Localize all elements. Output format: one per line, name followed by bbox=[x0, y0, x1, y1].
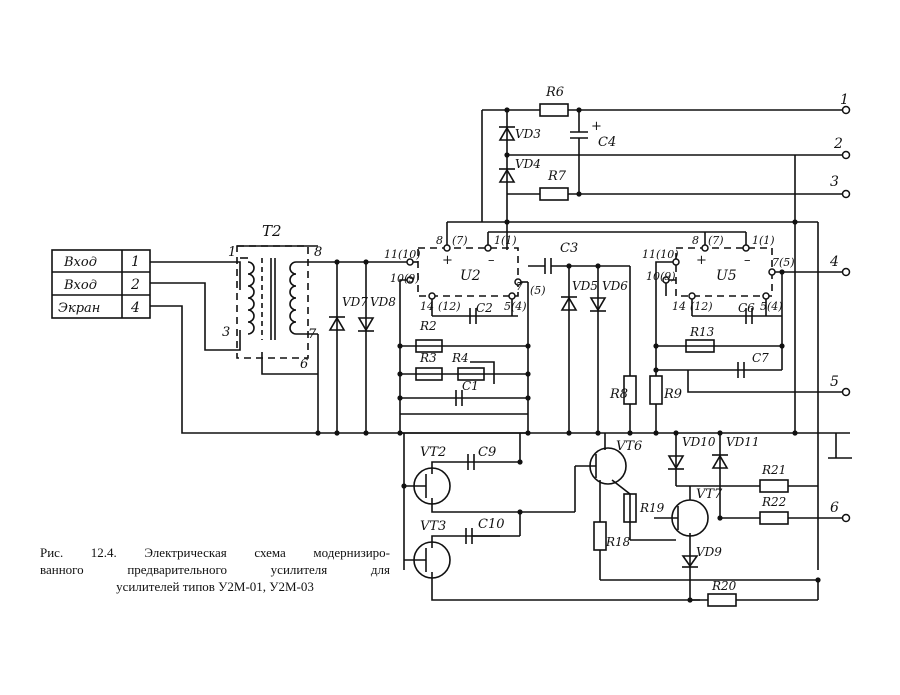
u5-pin-7: (7) bbox=[708, 234, 724, 247]
u2-plus: + bbox=[442, 253, 453, 268]
u5-plus: + bbox=[696, 253, 707, 268]
vd10-label: VD10 bbox=[682, 435, 716, 449]
t2-pin-8: 8 bbox=[314, 245, 322, 260]
u5-pin-12: (12) bbox=[690, 300, 713, 313]
vd6-label: VD6 bbox=[602, 279, 628, 293]
output-6: 6 bbox=[830, 500, 839, 516]
r13-label: R13 bbox=[689, 325, 715, 339]
vt3-label: VT3 bbox=[420, 519, 446, 534]
r2-label: R2 bbox=[419, 319, 437, 333]
u2-pin-8: 8 bbox=[436, 234, 443, 247]
u2-pin-12: (12) bbox=[438, 300, 461, 313]
input-pin-4: 4 bbox=[130, 300, 140, 316]
vd8-label: VD8 bbox=[370, 295, 396, 309]
vd3-label: VD3 bbox=[515, 127, 541, 141]
u2-pin-1: 1(1) bbox=[494, 234, 517, 247]
figure-caption: Рис. 12.4. Электрическая схема модернизи… bbox=[40, 544, 390, 595]
caption-line-1: Рис. 12.4. Электрическая схема модернизи… bbox=[40, 545, 390, 560]
c10-label: C10 bbox=[478, 517, 505, 532]
vd4-label: VD4 bbox=[515, 157, 541, 171]
vt7-label: VT7 bbox=[696, 487, 723, 502]
c7-label: C7 bbox=[752, 351, 769, 365]
c9-label: C9 bbox=[478, 445, 496, 460]
u5-pin-7r: 7(5) bbox=[772, 256, 795, 269]
u5-pin-1: 1(1) bbox=[752, 234, 775, 247]
u2-pin-10: 10(9) bbox=[390, 272, 420, 285]
c2-label: C2 bbox=[476, 301, 493, 315]
output-1: 1 bbox=[840, 92, 849, 108]
input-label-1: Вход bbox=[63, 255, 97, 270]
t2-label: T2 bbox=[262, 222, 282, 240]
c3-label: C3 bbox=[560, 241, 578, 256]
u2-minus: – bbox=[488, 253, 495, 268]
input-pin-1: 1 bbox=[131, 254, 140, 270]
r6-label: R6 bbox=[545, 85, 564, 100]
r21-label: R21 bbox=[761, 463, 786, 477]
u2-pin-14: 14 bbox=[420, 300, 434, 313]
u5-pin-5: 5(4) bbox=[760, 300, 783, 313]
transformer-t2-shield bbox=[236, 245, 309, 359]
vt2-label: VT2 bbox=[420, 445, 446, 460]
t2-pin-1: 1 bbox=[228, 245, 236, 260]
vd7-label: VD7 bbox=[342, 295, 368, 309]
u5-pin-10: 10(9) bbox=[646, 270, 676, 283]
input-label-2: Вход bbox=[63, 278, 97, 293]
input-pin-2: 2 bbox=[130, 277, 140, 293]
r9-label: R9 bbox=[663, 387, 682, 402]
r20-label: R20 bbox=[711, 579, 737, 593]
u2-pin-5: 5(4) bbox=[504, 300, 527, 313]
caption-line-2: ванного предварительного усилителя для bbox=[40, 562, 390, 577]
vd11-label: VD11 bbox=[726, 435, 760, 449]
c1-label: C1 bbox=[462, 379, 479, 393]
c4-plus: + bbox=[591, 119, 602, 134]
u5-pin-11: 11(10) bbox=[642, 248, 679, 261]
input-terminal-block bbox=[51, 249, 151, 319]
u2-pin-7: (7) bbox=[452, 234, 468, 247]
vd5-label: VD5 bbox=[572, 279, 598, 293]
c6-label: C6 bbox=[738, 301, 755, 315]
r22-label: R22 bbox=[761, 495, 786, 509]
output-2: 2 bbox=[833, 136, 843, 152]
u5-label: U5 bbox=[716, 268, 737, 284]
t2-pin-3: 3 bbox=[222, 325, 230, 340]
r8-label: R8 bbox=[609, 387, 628, 402]
r3-label: R3 bbox=[419, 351, 437, 365]
caption-line-3: усилителей типов У2М-01, У2М-03 bbox=[116, 579, 314, 594]
u5-pin-8: 8 bbox=[692, 234, 699, 247]
vd9-label: VD9 bbox=[696, 545, 722, 559]
output-5: 5 bbox=[830, 374, 839, 390]
u2-label: U2 bbox=[460, 268, 481, 284]
r4-label: R4 bbox=[451, 351, 469, 365]
output-3: 3 bbox=[830, 174, 839, 190]
t2-pin-6: 6 bbox=[300, 357, 308, 372]
u2-pin-5r: (5) bbox=[530, 284, 546, 297]
r19-label: R19 bbox=[639, 501, 665, 515]
u5-pin-14: 14 bbox=[672, 300, 686, 313]
u2-opamp bbox=[417, 247, 519, 297]
output-4: 4 bbox=[829, 254, 839, 270]
input-label-screen: Экран bbox=[58, 301, 100, 316]
r7-label: R7 bbox=[547, 169, 567, 184]
u2-pin-7r: 7 bbox=[516, 280, 523, 293]
vt6-label: VT6 bbox=[616, 439, 642, 454]
t2-pin-7: 7 bbox=[308, 327, 317, 342]
u2-pin-11: 11(10) bbox=[384, 248, 421, 261]
c4-label: C4 bbox=[598, 135, 616, 150]
u5-minus: – bbox=[744, 253, 751, 268]
r18-label: R18 bbox=[605, 535, 631, 549]
